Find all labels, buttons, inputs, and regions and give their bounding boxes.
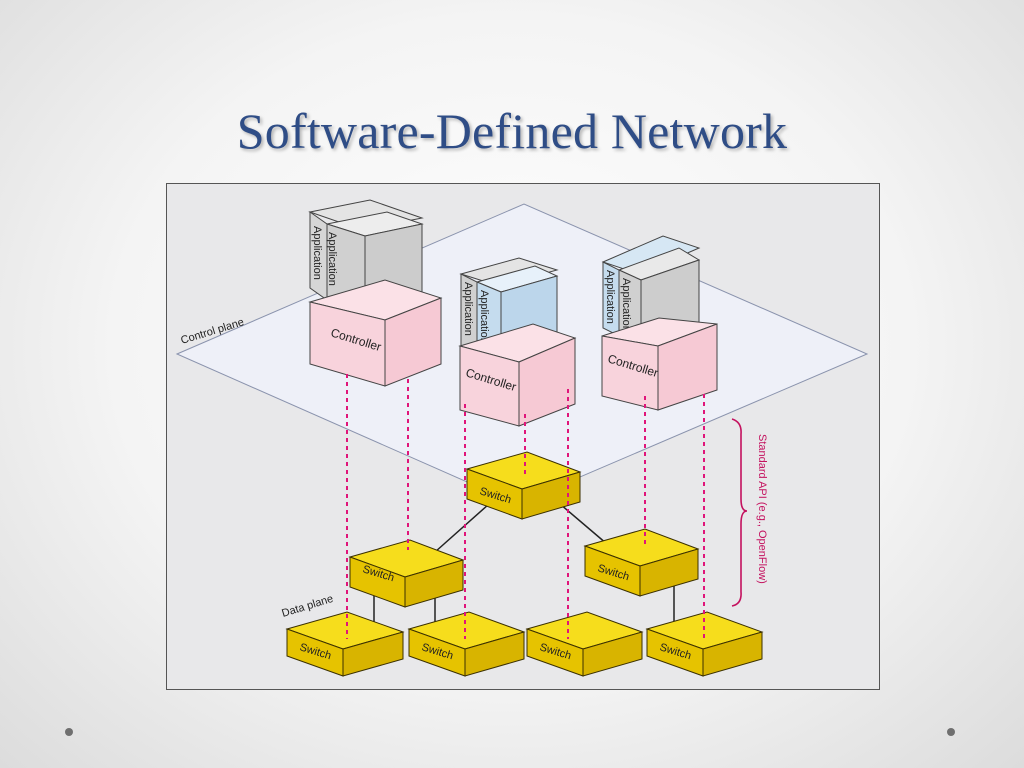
- slide-dot-right: [947, 728, 955, 736]
- svg-text:Application: Application: [326, 232, 338, 286]
- svg-text:Application: Application: [478, 290, 490, 344]
- api-label: Standard API (e.g., OpenFlow): [756, 434, 768, 584]
- svg-text:Application: Application: [604, 270, 616, 324]
- switch: Switch: [525, 611, 644, 677]
- switch: Switch: [407, 611, 526, 677]
- svg-text:Application: Application: [311, 226, 323, 280]
- switch: Switch: [645, 611, 764, 677]
- sdn-diagram: Control plane Switch Switch Switch Switc…: [166, 183, 880, 690]
- svg-text:Application: Application: [462, 282, 474, 336]
- openflow-links: [346, 374, 705, 639]
- switch: Switch: [465, 451, 582, 520]
- controller-stack-left: Application Application Controller: [308, 199, 443, 387]
- controller-stack-center: Application Application Controller: [458, 257, 577, 427]
- switch: Switch: [348, 539, 465, 608]
- api-brace: [731, 418, 748, 607]
- data-plane-label: Data plane: [280, 593, 334, 620]
- svg-text:Application: Application: [620, 278, 632, 332]
- switch: Switch: [285, 611, 405, 677]
- switch: Switch: [583, 528, 700, 597]
- slide-title: Software-Defined Network: [236, 103, 788, 159]
- controller-stack-right: Application Application Controller: [601, 235, 718, 411]
- slide-dot-left: [65, 728, 73, 736]
